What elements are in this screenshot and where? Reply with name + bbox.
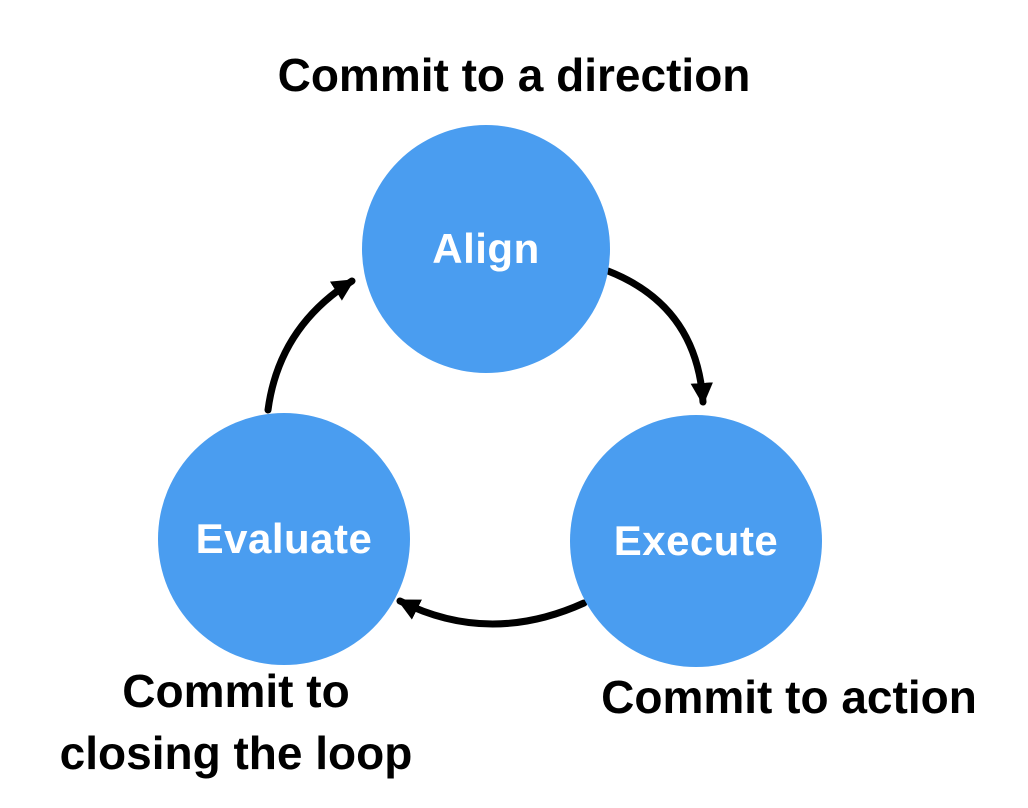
arrow-execute-to-evaluate [396,597,588,628]
node-evaluate: Evaluate [158,413,410,665]
node-execute-label: Execute [613,517,779,564]
caption-commit-action: Commit to action [601,671,977,723]
node-execute: Execute [570,415,822,667]
node-align: Align [362,125,610,373]
arrow-align-to-execute [604,267,713,406]
arrow-evaluate-to-align [264,277,356,414]
node-align-label: Align [432,225,540,272]
caption-commit-closing-loop: Commit to closing the loop [59,665,413,780]
node-evaluate-label: Evaluate [195,515,373,562]
caption-commit-direction: Commit to a direction [277,49,751,101]
